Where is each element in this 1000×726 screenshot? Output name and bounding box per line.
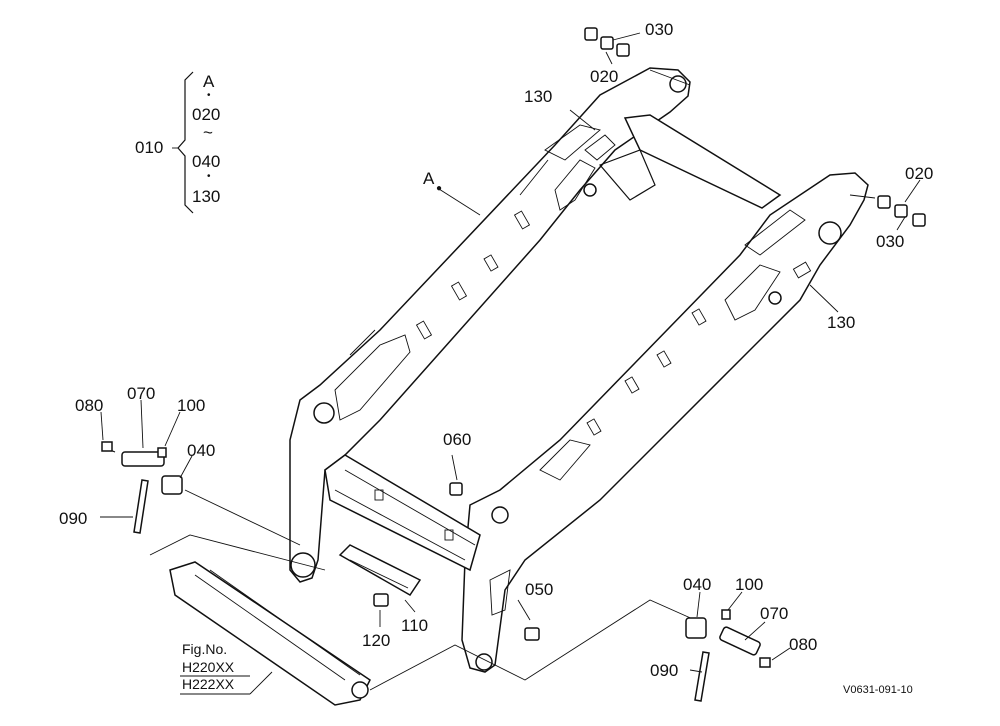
callout-070-left: 070 — [127, 384, 156, 403]
leader-lines — [149, 69, 876, 691]
group-item-a: A — [203, 72, 215, 91]
group-dot-1: • — [207, 90, 211, 101]
callout-080-right: 080 — [789, 635, 818, 654]
drawing-code: V0631-091-10 — [843, 684, 913, 696]
callout-020-right: 020 — [905, 164, 934, 183]
group-bracket — [172, 71, 194, 214]
bracket-110 — [338, 544, 422, 596]
callout-130-right: 130 — [827, 313, 856, 332]
callout-030-top: 030 — [645, 20, 674, 39]
bushings-right — [877, 179, 926, 231]
small-fasteners — [373, 482, 540, 641]
callout-120: 120 — [362, 631, 391, 650]
right-pin-assembly — [685, 591, 791, 702]
callout-a-dot: ● — [436, 183, 443, 194]
callout-110: 110 — [401, 616, 429, 635]
callout-090-right: 090 — [650, 661, 679, 680]
callout-060: 060 — [443, 430, 472, 449]
callout-100-right: 100 — [735, 575, 764, 594]
callout-050: 050 — [525, 580, 554, 599]
group-dot-2: • — [207, 171, 211, 182]
fig-ref-h222xx: H222XX — [182, 676, 235, 692]
callout-040-left: 040 — [187, 441, 216, 460]
group-item-020: 020 — [192, 105, 221, 124]
cross-tube — [584, 114, 782, 209]
group-item-tilde: ~ — [203, 123, 213, 142]
callout-020-top: 020 — [590, 67, 619, 86]
bushings-top — [584, 27, 641, 65]
fig-ref-h220xx: H220XX — [182, 659, 235, 675]
cylinder-assembly — [169, 561, 371, 706]
left-pin-assembly — [100, 399, 193, 534]
callout-090-left: 090 — [59, 509, 88, 528]
callout-080-left: 080 — [75, 396, 104, 415]
callout-100-left: 100 — [177, 396, 206, 415]
callout-030-right: 030 — [876, 232, 905, 251]
callout-130-top: 130 — [524, 87, 553, 106]
right-boom-arm — [461, 172, 869, 673]
fig-ref-title: Fig.No. — [182, 641, 228, 657]
callout-a: A — [423, 169, 435, 188]
group-item-130: 130 — [192, 187, 221, 206]
lower-cross-frame — [324, 454, 481, 572]
label-010: 010 — [135, 138, 164, 157]
group-item-040: 040 — [192, 152, 221, 171]
callout-040-right: 040 — [683, 575, 712, 594]
callout-070-right: 070 — [760, 604, 789, 623]
